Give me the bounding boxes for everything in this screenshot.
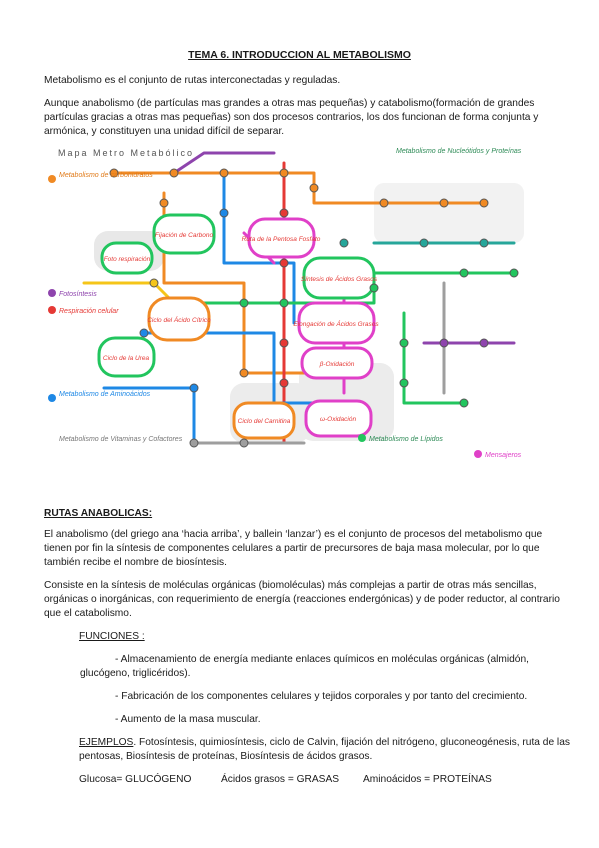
legend-vitamins: Metabolismo de Vitaminas y Cofactores bbox=[59, 436, 183, 443]
omega-oxidation-label: ω-Oxidación bbox=[320, 416, 357, 423]
anabolic-p2-line-3: que el catabolismo. bbox=[44, 608, 132, 619]
intro-paragraph-2-line-3: armónica, y constituyen una unidad difíc… bbox=[44, 126, 285, 137]
metro-map-svg: Mapa Metro Metabólico bbox=[44, 143, 556, 471]
urea-cycle-station bbox=[97, 336, 156, 378]
cycle-stations bbox=[97, 213, 376, 440]
anabolic-heading: RUTAS ANABOLICAS: bbox=[44, 508, 153, 519]
photosynthesis-icon bbox=[48, 289, 56, 297]
metabolic-metro-map: Mapa Metro Metabólico bbox=[44, 143, 556, 471]
nucleotide-zone bbox=[374, 183, 524, 243]
photorespiration-station bbox=[100, 241, 154, 275]
intro-paragraph-2-line-2: partículas gracias a otras mas pequeñas)… bbox=[44, 112, 539, 123]
examples-line-2: pentosas, Biosíntesis de proteínas, Bios… bbox=[79, 751, 373, 762]
calvin-cycle-station bbox=[152, 213, 216, 255]
elongation-label: Elongación de Ácidos Grasos bbox=[293, 319, 379, 328]
messenger-icon bbox=[474, 450, 482, 458]
urea-label: Ciclo de la Urea bbox=[103, 355, 150, 362]
equation-glucose: Glucosa= GLUCÓGENO bbox=[79, 774, 192, 785]
omega-oxidation-station bbox=[304, 399, 373, 438]
map-legend: Metabolismo de carbohidratos Metabolismo… bbox=[48, 148, 522, 459]
function-3: - Aumento de la masa muscular. bbox=[115, 714, 261, 725]
legend-photosynthesis: Fotosíntesis bbox=[59, 291, 97, 298]
examples-text: . Fotosíntesis, quimiosíntesis, ciclo de… bbox=[133, 737, 570, 748]
beta-oxidation-label: β-Oxidación bbox=[319, 361, 355, 368]
station-labels: Fijación de Carbono Foto respiración Rut… bbox=[103, 232, 380, 425]
intro-paragraph-2-line-1: Aunque anabolismo (de partículas mas gra… bbox=[44, 98, 535, 109]
lipid-icon bbox=[358, 434, 366, 442]
equation-fatty-acids: Ácidos grasos = GRASAS bbox=[221, 774, 340, 785]
map-header: Mapa Metro Metabólico bbox=[58, 148, 194, 158]
legend-carbohydrates: Metabolismo de carbohidratos bbox=[59, 172, 153, 179]
anabolic-p1-line-1: El anabolismo (del griego ana ‘hacia arr… bbox=[44, 529, 543, 540]
carbohydrate-icon bbox=[48, 175, 56, 183]
examples-label: EJEMPLOS bbox=[79, 737, 134, 748]
legend-nucleotides: Metabolismo de Nucleótidos y Proteínas bbox=[396, 148, 522, 155]
functions-heading: FUNCIONES : bbox=[79, 631, 145, 642]
function-2: - Fabricación de los componentes celular… bbox=[115, 691, 528, 702]
pentose-label: Ruta de la Pentosa Fosfato bbox=[242, 236, 321, 243]
anabolic-p1-line-2: tienen por fin la síntesis de componente… bbox=[44, 543, 540, 554]
intro-paragraph-1: Metabolismo es el conjunto de rutas inte… bbox=[44, 75, 341, 86]
legend-messengers: Mensajeros bbox=[485, 452, 522, 459]
aminoacid-icon bbox=[48, 394, 56, 402]
anabolic-p2-line-1: Consiste en la síntesis de moléculas org… bbox=[44, 580, 537, 591]
examples-line-1: EJEMPLOS. Fotosíntesis, quimiosíntesis, … bbox=[79, 736, 570, 750]
station-dots bbox=[109, 168, 519, 448]
equation-aminoacids: Aminoácidos = PROTEÍNAS bbox=[363, 774, 492, 785]
anabolic-p1-line-3: también recibe el nombre de biosíntesis. bbox=[44, 557, 227, 568]
photorespiration-label: Foto respiración bbox=[104, 256, 151, 263]
fatty-acid-synthesis-label: Síntesis de Ácidos Grasos bbox=[301, 274, 378, 283]
anabolic-p2-line-2: orgánicas o inorgánicas, con requerimien… bbox=[44, 594, 560, 605]
function-1-line-1: - Almacenamiento de energía mediante enl… bbox=[115, 654, 529, 665]
pentose-phosphate-station bbox=[247, 217, 316, 259]
carnitine-cycle-station bbox=[232, 401, 296, 440]
legend-respiration: Respiración celular bbox=[59, 308, 119, 315]
function-1-line-2: glucógeno, triglicéridos). bbox=[80, 668, 191, 679]
krebs-label: Ciclo del Ácido Cítrico bbox=[147, 315, 211, 324]
fatty-acid-synthesis-station bbox=[302, 256, 376, 300]
beta-oxidation-station bbox=[300, 346, 374, 380]
legend-lipids: Metabolismo de Lípidos bbox=[369, 436, 443, 443]
carnitine-label: Ciclo del Carnitina bbox=[238, 418, 291, 425]
citric-acid-cycle-station bbox=[147, 296, 211, 342]
fatty-acid-elongation-station bbox=[297, 301, 376, 345]
legend-aminoacids: Metabolismo de Aminoácidos bbox=[59, 391, 151, 398]
respiration-icon bbox=[48, 306, 56, 314]
page-title: TEMA 6. INTRODUCCION AL METABOLISMO bbox=[188, 49, 411, 61]
calvin-label: Fijación de Carbono bbox=[155, 232, 214, 239]
